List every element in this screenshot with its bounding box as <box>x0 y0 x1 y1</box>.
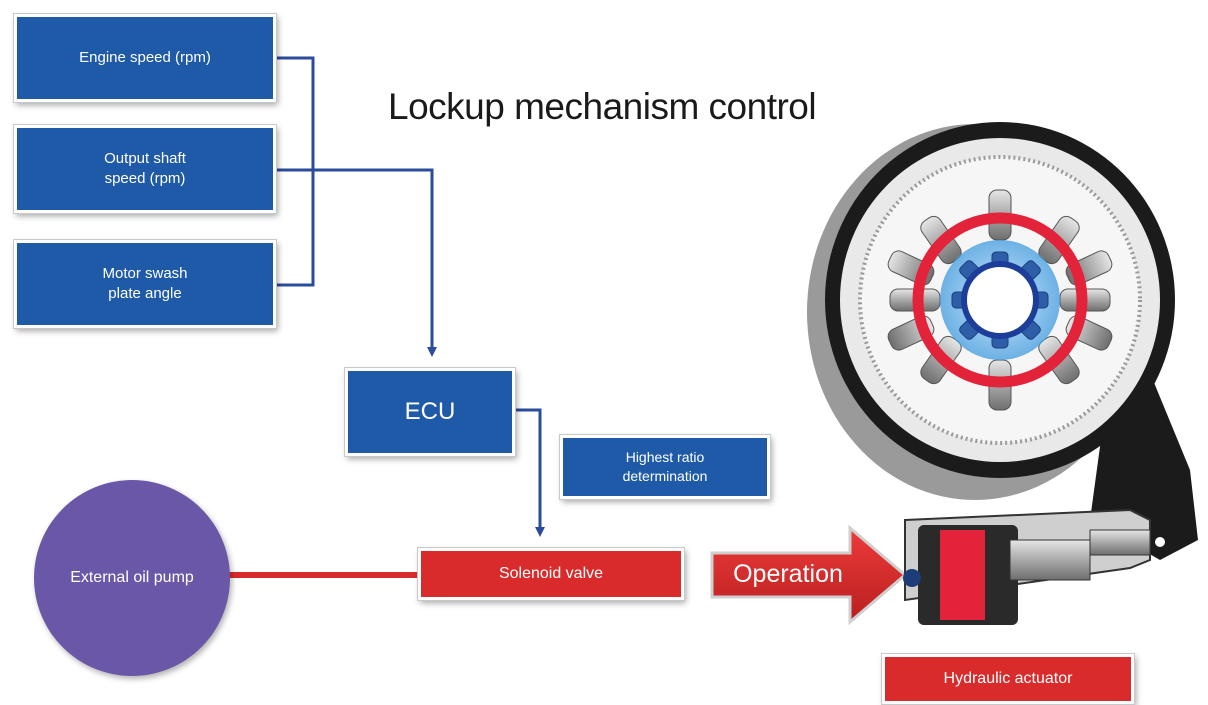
external-oil-pump: External oil pump <box>34 480 230 676</box>
input-connector <box>275 56 437 357</box>
output-shaft-label-line1: Output shaft <box>104 149 186 167</box>
swash-label-line1: Motor swash <box>102 264 188 282</box>
output-shaft-speed-box: Output shaft speed (rpm) <box>14 125 276 213</box>
ecu-label: ECU <box>404 397 456 425</box>
highest-ratio-line2: determination <box>622 468 708 484</box>
solenoid-valve-box: Solenoid valve <box>418 548 684 600</box>
solenoid-label: Solenoid valve <box>498 565 604 583</box>
ecu-to-solenoid-connector <box>516 408 545 537</box>
actuator-label: Hydraulic actuator <box>943 670 1073 688</box>
hydraulic-actuator-box: Hydraulic actuator <box>882 654 1134 704</box>
motor-swash-plate-box: Motor swash plate angle <box>14 240 276 328</box>
engine-speed-box: Engine speed (rpm) <box>14 14 276 102</box>
swash-label-line2: plate angle <box>108 285 182 302</box>
diagram-title: Lockup mechanism control <box>388 86 817 127</box>
highest-ratio-box: Highest ratio determination <box>560 435 770 499</box>
pump-label: External oil pump <box>70 569 194 586</box>
engine-speed-label: Engine speed (rpm) <box>79 48 211 66</box>
operation-label: Operation <box>733 559 843 588</box>
lockup-mechanism-illustration <box>807 122 1198 625</box>
operation-arrow <box>710 524 908 626</box>
highest-ratio-line1: Highest ratio <box>625 449 705 466</box>
ecu-box: ECU <box>345 368 515 456</box>
output-shaft-label-line2: speed (rpm) <box>104 170 186 187</box>
